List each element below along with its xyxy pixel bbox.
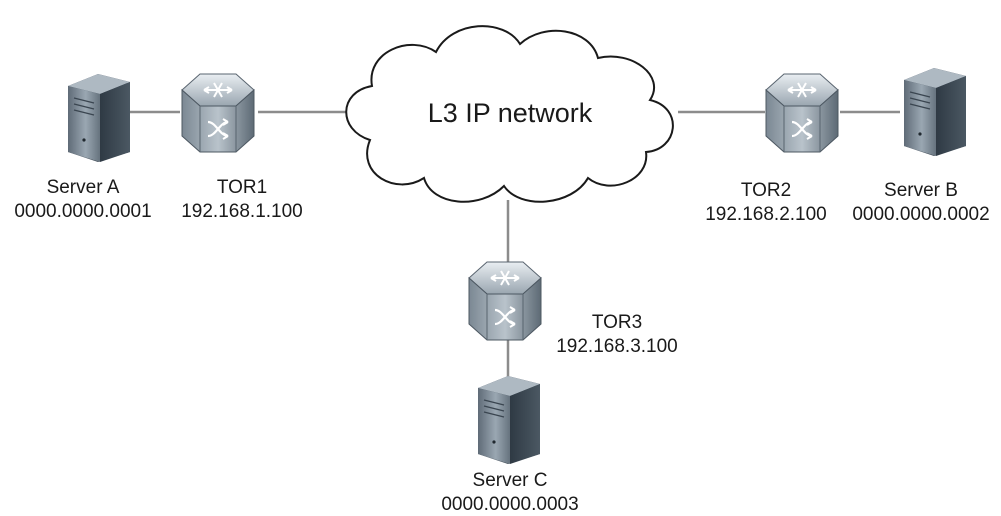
server-a: Server A 0000.0000.0001	[14, 73, 152, 222]
tor1-name: TOR1	[217, 177, 267, 198]
network-label: L3 IP network	[428, 98, 593, 128]
tor3-name: TOR3	[592, 312, 642, 333]
tor3-ip: 192.168.3.100	[556, 336, 678, 357]
switch-icon	[764, 72, 840, 154]
links	[125, 110, 900, 386]
server-c-name: Server C	[473, 470, 548, 491]
tor1-switch: TOR1 192.168.1.100	[180, 72, 303, 222]
server-a-name: Server A	[47, 177, 120, 198]
server-icon	[67, 73, 131, 163]
server-c-mac: 0000.0000.0003	[441, 494, 578, 515]
switch-icon	[467, 260, 543, 342]
server-b: Server B 0000.0000.0002	[852, 67, 990, 225]
tor2-switch: TOR2 192.168.2.100	[705, 72, 840, 225]
server-b-name: Server B	[884, 180, 958, 201]
tor2-name: TOR2	[741, 180, 791, 201]
server-c: Server C 0000.0000.0003	[441, 375, 579, 515]
tor3-switch: TOR3 192.168.3.100	[467, 260, 678, 357]
server-b-mac: 0000.0000.0002	[852, 204, 989, 225]
tor2-ip: 192.168.2.100	[705, 204, 827, 225]
switch-icon	[180, 72, 256, 154]
tor1-ip: 192.168.1.100	[181, 201, 303, 222]
cloud-icon: L3 IP network	[345, 25, 674, 203]
server-icon	[477, 375, 541, 465]
server-a-mac: 0000.0000.0001	[14, 201, 151, 222]
server-icon	[903, 67, 967, 157]
